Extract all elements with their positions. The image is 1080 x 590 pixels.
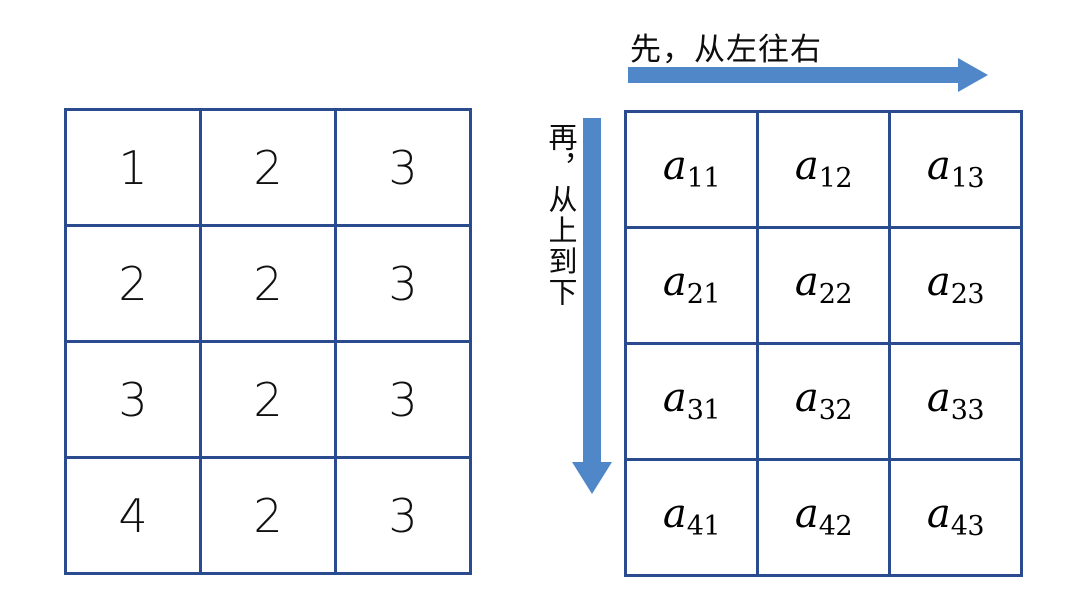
left-number-table: 1 2 3 2 2 3 3 2 3 4 2 3 (64, 108, 472, 575)
matrix-cell-a11: a11 (624, 110, 759, 229)
matrix-base: a (926, 491, 951, 538)
matrix-base: a (662, 259, 687, 306)
left-cell-r4c2: 2 (199, 456, 337, 575)
matrix-base: a (794, 375, 819, 422)
matrix-subscript: 43 (950, 511, 985, 543)
left-cell-r1c3: 3 (334, 108, 472, 227)
table-row: 3 2 3 (64, 340, 472, 459)
matrix-subscript: 22 (818, 279, 853, 311)
right-table-body: a11 a12 a13 a21 a22 a23 a31 a32 a33 a41 … (624, 110, 1023, 577)
vertical-direction-label: 再，从上到下 (544, 122, 578, 308)
matrix-base: a (926, 259, 951, 306)
table-row: 4 2 3 (64, 456, 472, 575)
left-cell-r1c2: 2 (199, 108, 337, 227)
matrix-subscript: 11 (686, 163, 721, 195)
matrix-subscript: 13 (950, 163, 985, 195)
left-cell-r1c1: 1 (64, 108, 202, 227)
matrix-cell-a42: a42 (756, 458, 891, 577)
matrix-base: a (794, 143, 819, 190)
matrix-base: a (794, 491, 819, 538)
matrix-cell-a12: a12 (756, 110, 891, 229)
matrix-base: a (662, 491, 687, 538)
matrix-subscript: 12 (818, 163, 853, 195)
matrix-cell-a22: a22 (756, 226, 891, 345)
matrix-cell-a32: a32 (756, 342, 891, 461)
matrix-subscript: 41 (686, 511, 721, 543)
table-row: a31 a32 a33 (624, 342, 1023, 461)
matrix-base: a (926, 143, 951, 190)
matrix-base: a (794, 259, 819, 306)
left-cell-r2c2: 2 (199, 224, 337, 343)
matrix-subscript: 33 (950, 395, 985, 427)
left-table-body: 1 2 3 2 2 3 3 2 3 4 2 3 (64, 108, 472, 575)
matrix-base: a (926, 375, 951, 422)
left-cell-r2c1: 2 (64, 224, 202, 343)
left-cell-r3c3: 3 (334, 340, 472, 459)
horizontal-arrow-icon (628, 58, 988, 92)
matrix-base: a (662, 375, 687, 422)
left-cell-r4c3: 3 (334, 456, 472, 575)
matrix-subscript: 21 (686, 279, 721, 311)
horizontal-direction-label: 先，从左往右 (630, 32, 822, 68)
table-row: a11 a12 a13 (624, 110, 1023, 229)
matrix-cell-a31: a31 (624, 342, 759, 461)
matrix-cell-a33: a33 (888, 342, 1023, 461)
matrix-cell-a21: a21 (624, 226, 759, 345)
vertical-arrow-icon (572, 118, 612, 494)
matrix-subscript: 23 (950, 279, 985, 311)
table-row: a41 a42 a43 (624, 458, 1023, 577)
table-row: 2 2 3 (64, 224, 472, 343)
matrix-subscript: 32 (818, 395, 853, 427)
matrix-cell-a41: a41 (624, 458, 759, 577)
matrix-cell-a23: a23 (888, 226, 1023, 345)
matrix-cell-a43: a43 (888, 458, 1023, 577)
matrix-subscript: 42 (818, 511, 853, 543)
left-cell-r4c1: 4 (64, 456, 202, 575)
left-cell-r3c1: 3 (64, 340, 202, 459)
table-row: 1 2 3 (64, 108, 472, 227)
table-row: a21 a22 a23 (624, 226, 1023, 345)
matrix-cell-a13: a13 (888, 110, 1023, 229)
matrix-subscript: 31 (686, 395, 721, 427)
right-matrix-table: a11 a12 a13 a21 a22 a23 a31 a32 a33 a41 … (624, 110, 1023, 577)
left-cell-r3c2: 2 (199, 340, 337, 459)
matrix-base: a (662, 143, 687, 190)
left-cell-r2c3: 3 (334, 224, 472, 343)
